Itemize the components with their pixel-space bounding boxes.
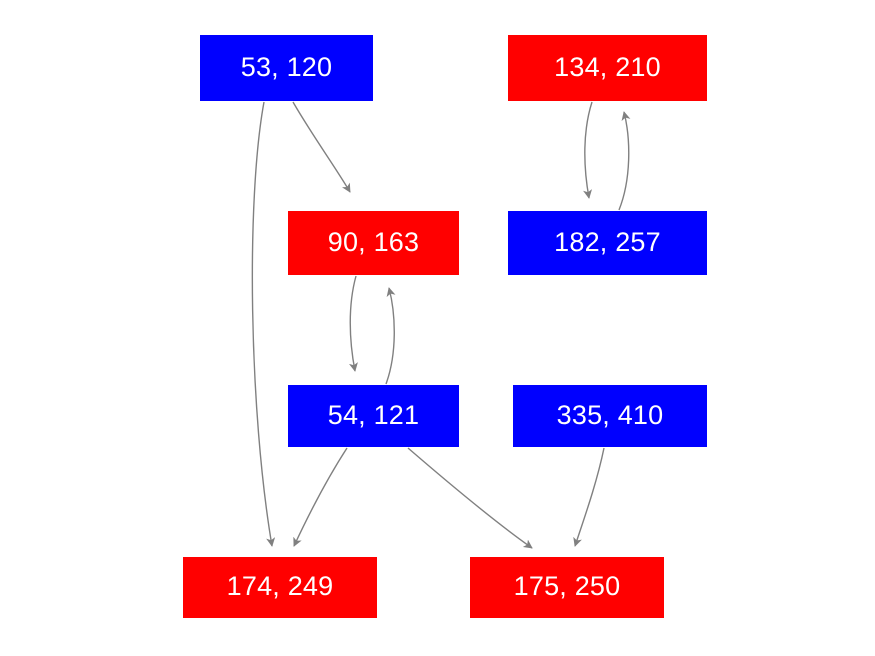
node-label: 90, 163 [327,226,420,257]
graph-node-174-249[interactable]: 174, 249 [183,557,377,618]
edge-335-410-to-175-250 [573,447,605,547]
node-label: 335, 410 [556,399,664,430]
edge-54-121-to-175-250 [407,447,533,549]
graph-node-175-250[interactable]: 175, 250 [470,557,664,618]
node-label: 174, 249 [226,571,334,601]
edge-134-210-to-182-257 [583,101,593,199]
edge-54-121-to-174-249 [293,447,348,547]
graph-node-90-163[interactable]: 90, 163 [288,211,459,275]
edge-90-163-to-54-121 [348,275,358,372]
edge-182-257-to-134-210 [618,111,631,211]
edge-53-120-to-174-249 [251,101,276,547]
graph-node-54-121[interactable]: 54, 121 [288,385,459,447]
node-label: 134, 210 [554,51,661,82]
edge-54-121-to-90-163 [385,287,396,385]
node-label: 53, 120 [240,51,333,82]
graph-node-53-120[interactable]: 53, 120 [200,35,373,101]
graph-node-335-410[interactable]: 335, 410 [513,385,707,447]
graph-node-134-210[interactable]: 134, 210 [508,35,707,101]
node-label: 182, 257 [554,226,661,257]
edge-53-120-to-90-163 [292,101,351,193]
node-label: 175, 250 [513,571,621,601]
node-label: 54, 121 [327,399,420,430]
graph-node-182-257[interactable]: 182, 257 [508,211,707,275]
